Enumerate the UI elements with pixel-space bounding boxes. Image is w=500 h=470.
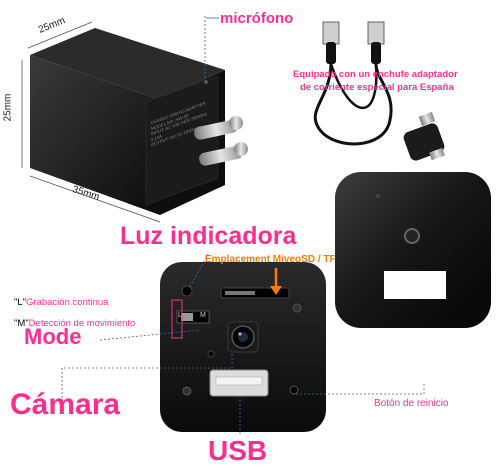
leader-lines (61, 16, 425, 436)
label-equipado-line1: Equipado con un enchufe adaptador (293, 69, 458, 80)
label-equipado: Equipado con un enchufe adaptador de cor… (293, 68, 458, 94)
label-microfono: micrófono (220, 10, 294, 27)
switch-label-l: L (178, 312, 182, 319)
label-mode: Mode (24, 324, 82, 349)
usb-cable (313, 21, 393, 146)
label-luz-indicadora: Luz indicadora (120, 222, 297, 250)
device-front (335, 172, 491, 328)
mode-l-desc: Grabación continua (26, 297, 109, 308)
mode-m-key: "M" (14, 318, 29, 329)
device-back (160, 262, 326, 432)
label-camara: Cámara (10, 388, 121, 421)
plug-adapter (403, 111, 445, 161)
label-boton-reinicio: Botón de reinicio (374, 398, 449, 409)
label-usb: USB (208, 435, 268, 466)
label-emplacement: Emplacement MiveoSD / TF (205, 254, 336, 265)
dimension-lines (21, 21, 161, 223)
adapter-cube (30, 28, 248, 215)
label-equipado-line2: de corriente especial para España (300, 82, 454, 93)
mode-m-row: "M"Detección de movimiento (14, 313, 135, 331)
mode-l-row: "L"Grabación continua (14, 292, 108, 310)
switch-label-m: M (200, 312, 206, 319)
mode-l-key: "L" (14, 297, 27, 308)
mode-m-desc: Detección de movimiento (28, 318, 136, 329)
dimension-height: 25mm (2, 93, 14, 122)
